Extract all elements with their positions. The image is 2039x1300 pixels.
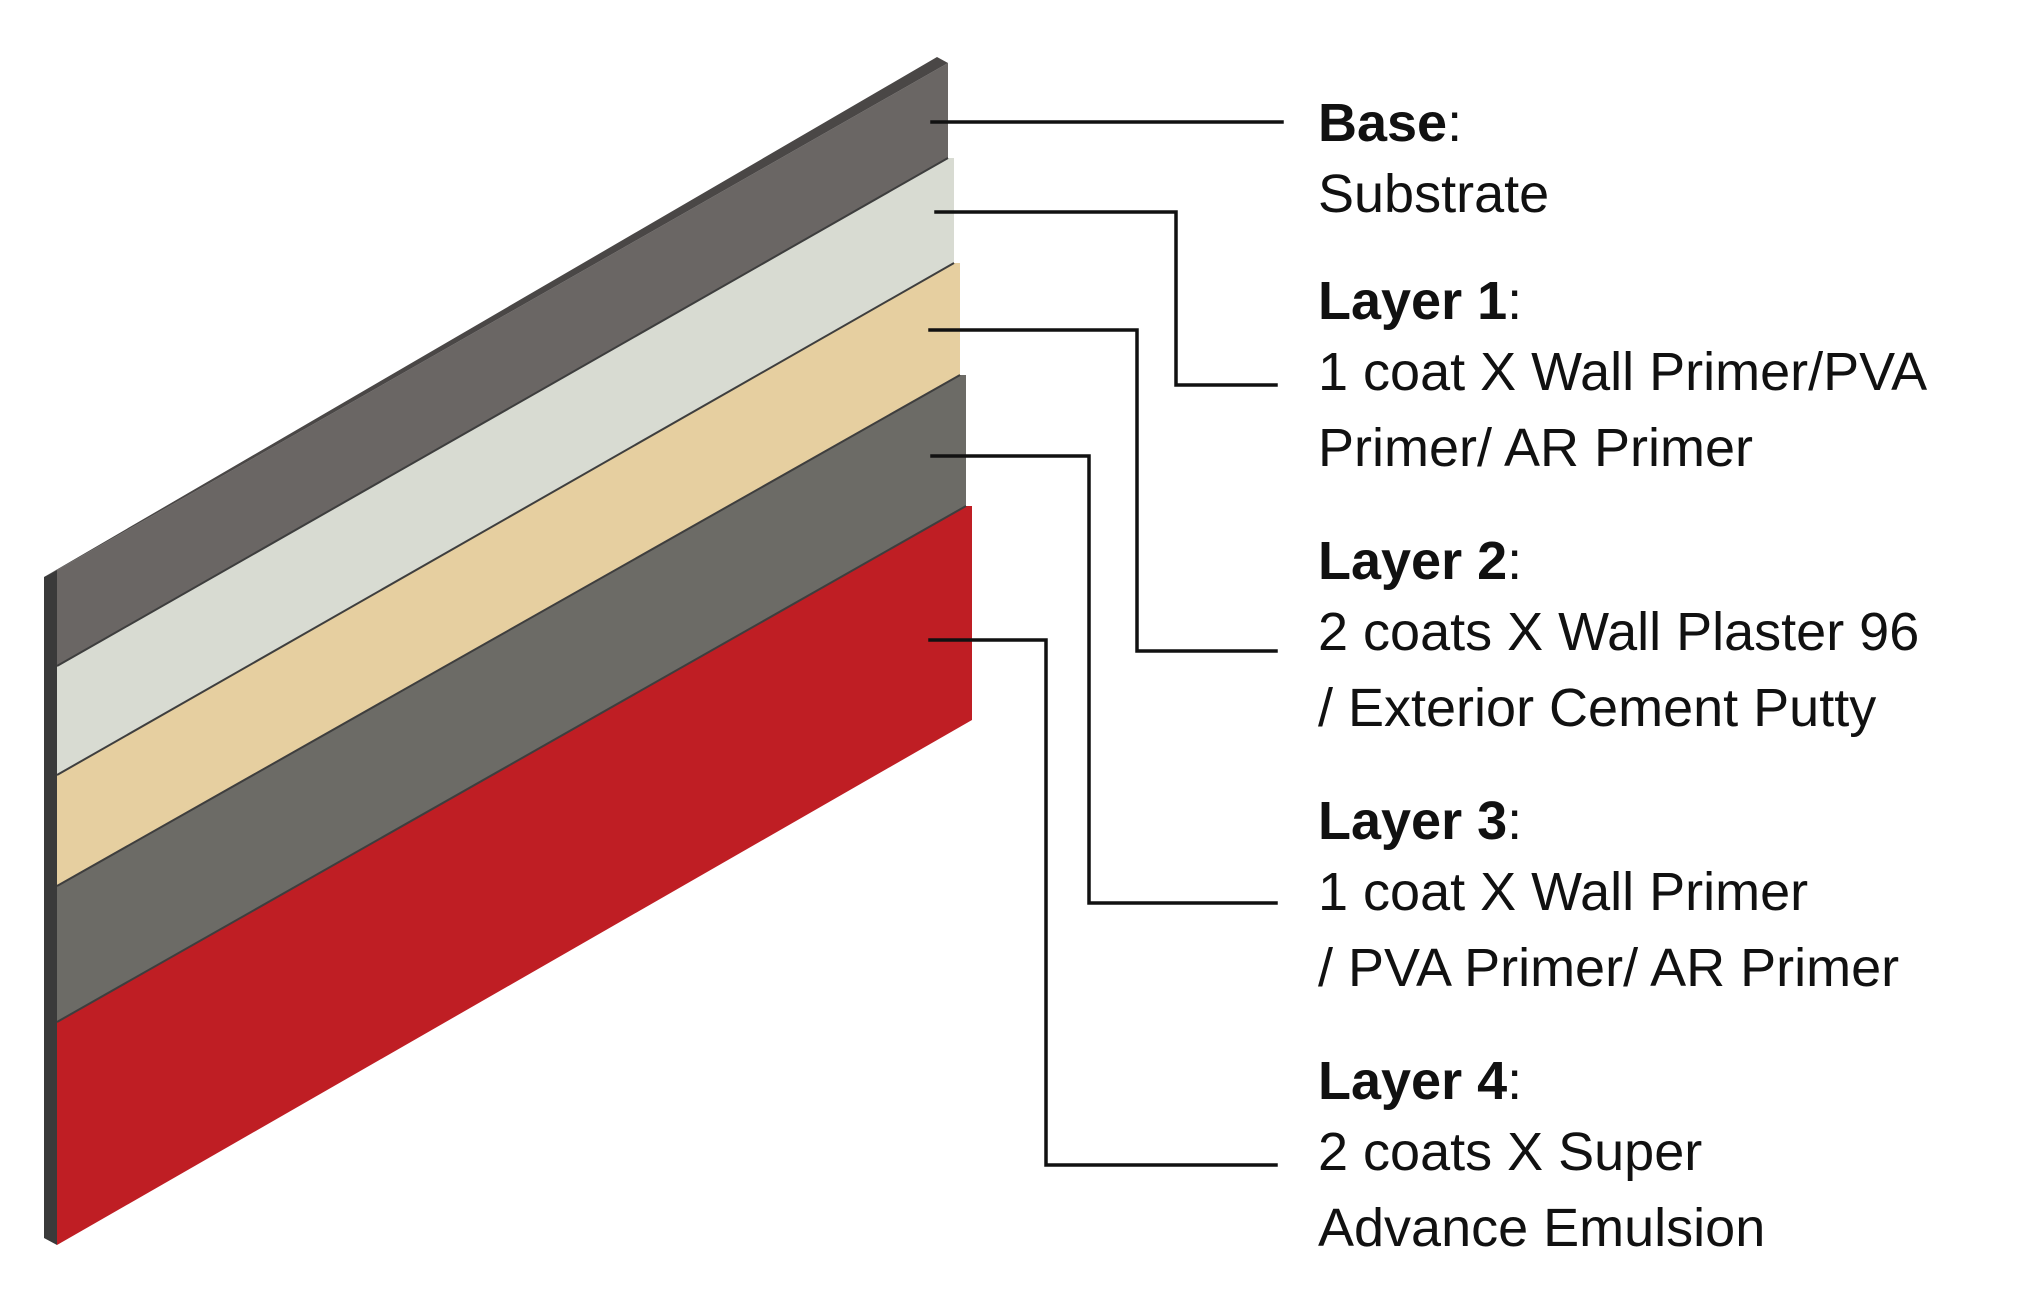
label-layer-3-desc-line-1: 1 coat X Wall Primer bbox=[1318, 862, 1809, 922]
layer-band-2 bbox=[57, 263, 960, 886]
label-layer-1-desc-line-1: 1 coat X Wall Primer/PVA bbox=[1318, 342, 1928, 402]
label-layer-2: Layer 2: 2 coats X Wall Plaster 96 / Ext… bbox=[1318, 528, 1919, 746]
layer-band-base bbox=[57, 63, 948, 666]
layer-band-4 bbox=[57, 506, 972, 1245]
label-layer-3-title: Layer 3: bbox=[1318, 791, 1523, 851]
label-layer-4-desc-line-2: Advance Emulsion bbox=[1318, 1198, 1766, 1258]
label-layer-1: Layer 1: 1 coat X Wall Primer/PVA Primer… bbox=[1318, 268, 1927, 486]
leader-line-layer-3 bbox=[930, 454, 1278, 905]
leader-line-layer-2 bbox=[928, 328, 1278, 653]
label-layer-4-desc-line-1: 2 coats X Super bbox=[1318, 1122, 1703, 1182]
panel-side-edge bbox=[44, 570, 57, 1245]
leader-line-layer-4 bbox=[928, 638, 1278, 1167]
layer-band-1 bbox=[57, 158, 954, 775]
label-layer-1-title: Layer 1: bbox=[1318, 271, 1523, 331]
layer-band-3 bbox=[57, 375, 966, 1022]
label-base-desc-line-1: Substrate bbox=[1318, 164, 1550, 224]
label-layer-4: Layer 4: 2 coats X Super Advance Emulsio… bbox=[1318, 1048, 1765, 1266]
label-layer-3: Layer 3: 1 coat X Wall Primer / PVA Prim… bbox=[1318, 788, 1899, 1006]
label-layer-1-desc-line-2: Primer/ AR Primer bbox=[1318, 418, 1754, 478]
layer-band-base-top-edge bbox=[44, 57, 948, 577]
label-layer-2-desc-line-1: 2 coats X Wall Plaster 96 bbox=[1318, 602, 1920, 662]
label-base-title: Base: bbox=[1318, 93, 1463, 153]
label-layer-2-desc-line-2: / Exterior Cement Putty bbox=[1318, 678, 1877, 738]
label-base: Base: Substrate bbox=[1318, 90, 1549, 232]
leader-line-layer-1 bbox=[934, 210, 1278, 387]
layer-separators bbox=[56, 157, 967, 1023]
label-layer-4-title: Layer 4: bbox=[1318, 1051, 1523, 1111]
label-layer-3-desc-line-2: / PVA Primer/ AR Primer bbox=[1318, 938, 1900, 998]
label-layer-2-title: Layer 2: bbox=[1318, 531, 1523, 591]
